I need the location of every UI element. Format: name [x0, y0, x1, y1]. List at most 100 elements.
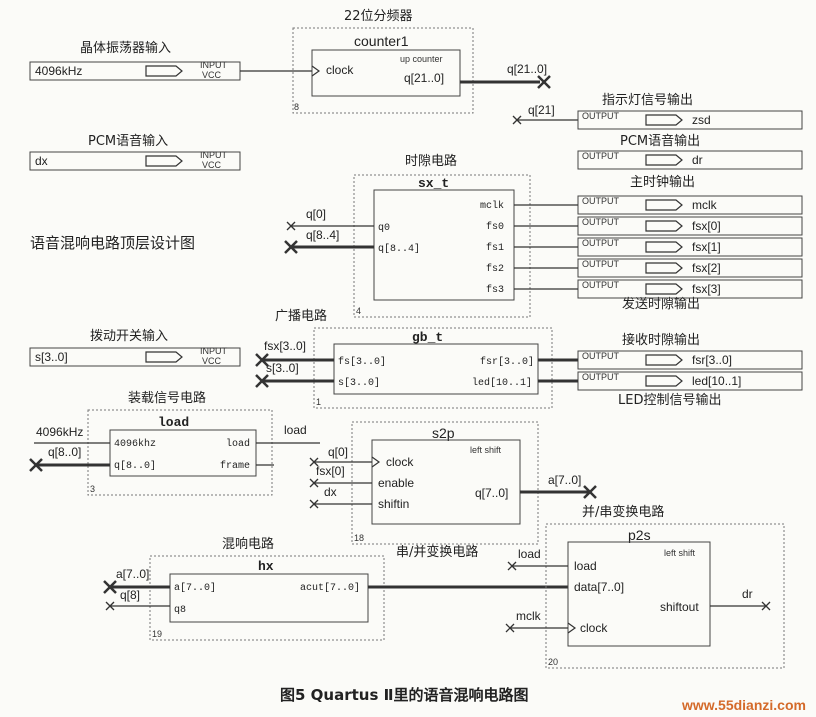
net-hx-a: a[7..0] [116, 567, 149, 581]
output-pin-tag: OUTPUT [582, 217, 620, 227]
hx-title: hx [258, 559, 274, 574]
gb-t-in-fs: fs[3..0] [338, 356, 386, 368]
label-main-clock-out: 主时钟输出 [630, 174, 695, 190]
label-slot-circuit: 时隙电路 [405, 153, 457, 169]
output-pin-arrow [645, 262, 683, 274]
svg-text:INPUT: INPUT [200, 346, 228, 356]
output-pin-arrow [645, 375, 683, 387]
diagram-title: 语音混响电路顶层设计图 [30, 234, 195, 252]
net-p2s-dr: dr [742, 587, 753, 601]
hx-num: 19 [152, 629, 162, 639]
net-load-out: load [284, 423, 307, 437]
output-pin-2: OUTPUT mclk [577, 195, 803, 215]
net-q21: q[21] [528, 103, 555, 117]
label-indicator-out: 指示灯信号输出 [602, 92, 693, 108]
output-pin-box [577, 150, 803, 170]
s2p-num: 18 [354, 533, 364, 543]
sx-t-in-q84: q[8..4] [378, 243, 420, 255]
sx-t-block [373, 189, 515, 301]
net-s2p-q0: q[0] [328, 445, 348, 459]
switch-input-pin [29, 347, 241, 367]
output-pin-tag: OUTPUT [582, 238, 620, 248]
osc-input-arrow [145, 65, 183, 77]
s2p-sub: left shift [470, 445, 502, 455]
load-out-load: load [226, 438, 250, 450]
output-pin-name: fsx[3] [692, 282, 721, 296]
sx-t-in-q0: q0 [378, 223, 390, 234]
net-s2p-a: a[7..0] [548, 473, 581, 487]
label-s2p: 串/并变换电路 [396, 544, 478, 560]
net-p2s-mclk: mclk [516, 609, 542, 623]
gb-t-num: 1 [316, 397, 321, 407]
output-pin-3: OUTPUT fsx[0] [577, 216, 803, 236]
s2p-block [371, 439, 521, 525]
output-pin-6: OUTPUT fsx[3] [577, 279, 803, 299]
output-pin-arrow [645, 354, 683, 366]
label-load-circuit: 装载信号电路 [128, 390, 206, 406]
net-hx-q8: q[8] [120, 588, 140, 602]
pin-input-tag: INPUT [200, 60, 228, 70]
p2s-title: p2s [628, 527, 651, 543]
net-s2p-dx: dx [324, 485, 337, 499]
output-pin-tag: OUTPUT [582, 351, 620, 361]
load-block [109, 429, 257, 477]
output-pin-name: fsx[0] [692, 219, 721, 233]
net-q21-0: q[21..0] [507, 62, 547, 76]
output-pin-name: mclk [692, 198, 718, 212]
label-recv-slot-out: 接收时隙输出 [622, 332, 700, 348]
net-gb-s: s[3..0] [266, 361, 299, 375]
figure-caption: 图5 Quartus Ⅱ里的语音混响电路图 [280, 686, 529, 704]
sx-t-num: 4 [356, 306, 361, 316]
s2p-frame [351, 421, 539, 545]
net-sx-q0: q[0] [306, 207, 326, 221]
p2s-in-data: data[7..0] [574, 580, 624, 594]
output-pin-name: zsd [692, 113, 711, 127]
pcm-input-name: dx [35, 154, 48, 168]
p2s-sub: left shift [664, 548, 696, 558]
sx-t-out-fs2: fs2 [486, 263, 504, 275]
sx-t-out-fs0: fs0 [486, 221, 504, 233]
sx-t-out-fs1: fs1 [486, 242, 504, 254]
hx-out: acut[7..0] [300, 582, 360, 594]
counter1-block [311, 49, 461, 97]
output-pin-box [577, 110, 803, 130]
output-pin-name: dr [692, 153, 703, 167]
load-num: 3 [90, 484, 95, 494]
p2s-in-load: load [574, 559, 597, 573]
label-broadcast: 广播电路 [275, 308, 327, 324]
p2s-num: 20 [548, 657, 558, 667]
p2s-block [567, 541, 711, 647]
s2p-in-shiftin: shiftin [378, 497, 409, 511]
switch-input-name: s[3..0] [35, 350, 68, 364]
load-in-q: q[8..0] [114, 460, 156, 472]
net-load-q: q[8..0] [48, 445, 81, 459]
load-in-clk: 4096khz [114, 438, 156, 450]
output-pin-tag: OUTPUT [582, 280, 620, 290]
gb-t-out-fsr: fsr[3..0] [480, 356, 534, 368]
s2p-title: s2p [432, 425, 455, 441]
counter1-frame [292, 27, 474, 114]
net-s2p-fsx0: fsx[0] [316, 464, 345, 478]
sx-t-out-mclk: mclk [480, 200, 504, 212]
hx-frame [149, 555, 385, 641]
sx-t-out-fs3: fs3 [486, 284, 504, 296]
svg-text:VCC: VCC [202, 160, 222, 170]
label-led-ctrl-out: LED控制信号输出 [618, 392, 721, 408]
p2s-in-clock: clock [580, 621, 608, 635]
output-pin-arrow [645, 199, 683, 211]
s2p-in-enable: enable [378, 476, 414, 490]
net-load-osc: 4096kHz [36, 425, 83, 439]
pin-vcc-tag: VCC [202, 70, 222, 80]
counter1-out: q[21..0] [404, 71, 444, 85]
hx-block [169, 573, 369, 623]
label-crystal-input: 晶体振荡器输入 [80, 40, 171, 56]
s2p-out: q[7..0] [475, 486, 508, 500]
sx-t-title: sx_t [418, 176, 449, 191]
output-pin-tag: OUTPUT [582, 196, 620, 206]
output-pin-tag: OUTPUT [582, 151, 620, 161]
output-pin-name: fsx[2] [692, 261, 721, 275]
